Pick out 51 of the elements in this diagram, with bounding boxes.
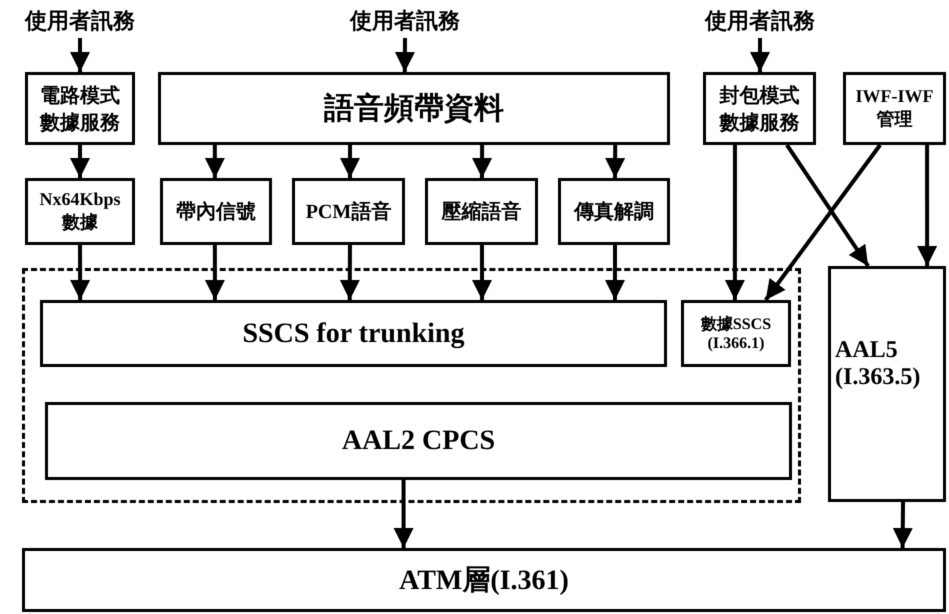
arrow [394,38,415,72]
box-label: 數據SSCS (I.366.1) [700,314,772,353]
box-label: 電路模式數據服務 [38,84,121,136]
box-label: 帶內信號 [176,200,256,225]
arrow [764,144,882,302]
box-label: IWF-IWF 管理 [854,86,934,131]
process-box [158,72,670,145]
box-label: 傳真解調 [574,200,654,225]
process-box [703,72,816,145]
arrow [724,145,745,300]
arrow [472,245,492,300]
arrow [340,245,360,300]
arrow [70,245,90,300]
box-label: SSCS for trunking [242,318,464,350]
arrow [70,38,90,72]
arrow [70,145,90,178]
arrow [340,145,360,178]
box-label: ATM層(I.361) [399,564,569,598]
box-label: 封包模式數據服務 [718,84,800,136]
source-label: 使用者訊務 [345,6,465,36]
box-label: AAL5 (I.363.5) [835,337,922,391]
arrow [785,144,870,268]
process-box [425,178,538,245]
arrow [394,480,414,548]
process-box [558,178,670,245]
arrow [917,145,938,266]
process-box [25,178,135,245]
box-label: Nx64Kbps 數據 [38,189,122,234]
process-box [22,548,946,612]
arrow [604,245,625,300]
box-label: AAL2 CPCS [342,425,496,457]
arrow [605,144,626,178]
arrow [204,145,225,178]
process-box [25,72,135,145]
source-label: 使用者訊務 [20,6,140,36]
arrow [750,38,770,72]
process-box [681,300,791,367]
arrow [472,145,492,178]
process-box [292,178,405,245]
source-label: 使用者訊務 [700,6,820,36]
process-box [40,300,667,367]
arrow [204,245,225,300]
box-shape [22,268,801,503]
process-box [160,178,272,245]
arrow [892,502,913,548]
process-box [843,72,946,145]
box-label: PCM語音 [306,200,392,225]
box-label: 語音頻帶資料 [324,91,504,127]
process-box [828,266,946,502]
box-label: 壓縮語音 [442,200,522,225]
process-box [45,402,792,480]
